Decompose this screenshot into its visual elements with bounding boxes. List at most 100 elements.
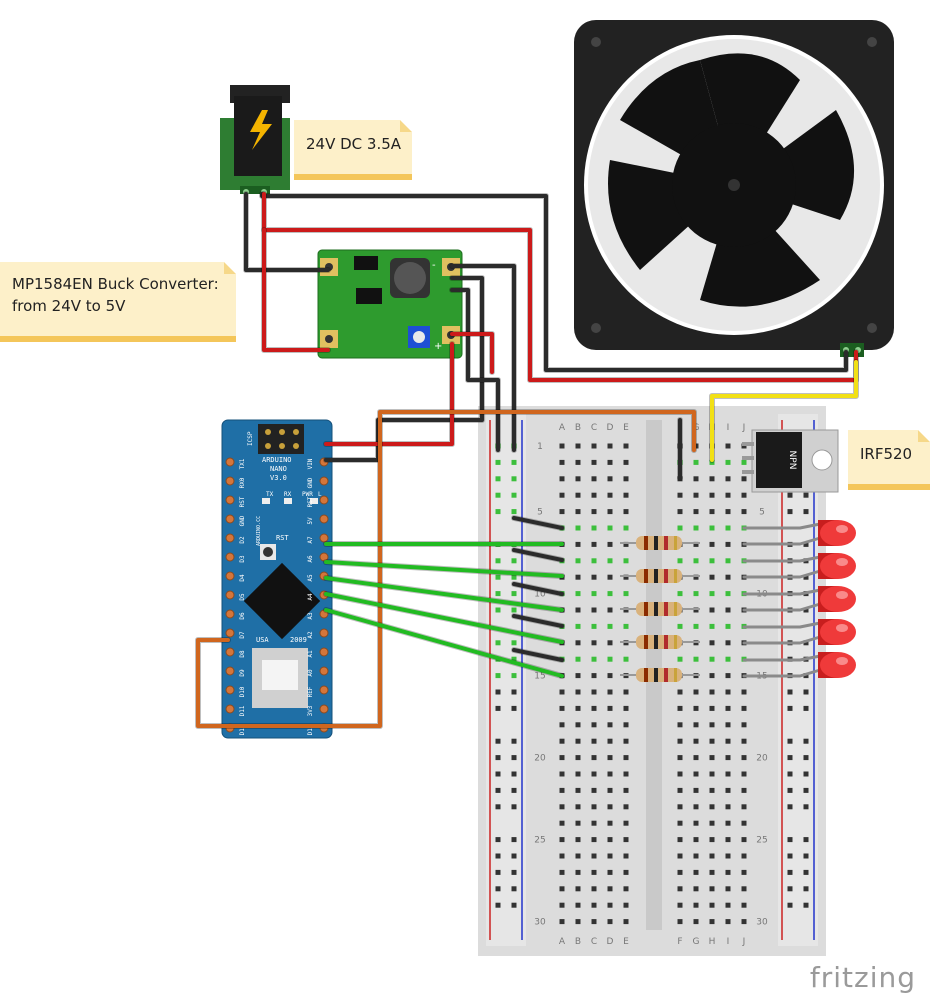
breadboard-rail-hole	[511, 837, 517, 843]
breadboard-hole	[709, 492, 715, 498]
led	[820, 652, 856, 678]
breadboard-rail-hole	[511, 607, 517, 613]
breadboard-column-label: I	[727, 937, 730, 947]
nano-pin-left	[225, 476, 235, 486]
breadboard-hole	[693, 820, 699, 826]
breadboard-hole	[575, 509, 581, 515]
breadboard-hole	[725, 837, 731, 843]
wire	[324, 608, 564, 678]
breadboard-rail-hole	[511, 476, 517, 482]
breadboard-hole	[725, 459, 731, 465]
breadboard-column-label: E	[623, 937, 629, 947]
nano-pin-label-right: A2	[307, 631, 314, 639]
breadboard-hole	[591, 640, 597, 646]
breadboard-hole	[693, 771, 699, 777]
breadboard-hole	[623, 919, 629, 925]
breadboard-rail-hole	[787, 509, 793, 515]
breadboard-hole	[623, 443, 629, 449]
nano-pin-label-left: D3	[239, 555, 246, 563]
breadboard-hole	[677, 837, 683, 843]
breadboard-rail-hole	[495, 591, 501, 597]
wire	[324, 592, 564, 644]
breadboard-hole	[693, 705, 699, 711]
nano-pin-label-left: TX1	[239, 458, 246, 469]
nano-pin-left	[225, 514, 235, 524]
nano-pin-left	[225, 609, 235, 619]
breadboard-hole	[559, 886, 565, 892]
breadboard-hole	[677, 771, 683, 777]
breadboard-hole	[693, 541, 699, 547]
breadboard-rail-hole	[511, 673, 517, 679]
wire	[710, 360, 858, 462]
breadboard-hole	[559, 787, 565, 793]
breadboard-rail-hole	[511, 689, 517, 695]
breadboard-hole	[725, 623, 731, 629]
note-power-supply: 24V DC 3.5A	[294, 120, 412, 180]
nano-pin-label-right: A7	[307, 536, 314, 544]
nano-pin-right	[319, 476, 329, 486]
resistor-band	[654, 668, 658, 682]
breadboard-hole	[575, 459, 581, 465]
wire	[324, 560, 564, 578]
breadboard-hole	[741, 509, 747, 515]
breadboard-hole	[575, 443, 581, 449]
breadboard-hole	[693, 623, 699, 629]
breadboard-hole	[623, 837, 629, 843]
nano-pin-right	[319, 647, 329, 657]
breadboard-rail-hole	[511, 640, 517, 646]
breadboard-row-number: 30	[756, 918, 768, 928]
breadboard-rail-hole	[511, 705, 517, 711]
breadboard-rail-hole	[803, 574, 809, 580]
nano-label-l: L	[318, 491, 322, 498]
breadboard-hole	[575, 689, 581, 695]
breadboard-row-number: 20	[756, 754, 768, 764]
led-highlight	[836, 657, 848, 665]
breadboard-hole	[725, 738, 731, 744]
led-lead	[742, 635, 822, 645]
breadboard-hole	[725, 476, 731, 482]
breadboard-hole	[693, 837, 699, 843]
breadboard-hole	[591, 492, 597, 498]
breadboard-hole	[693, 804, 699, 810]
breadboard-hole	[559, 705, 565, 711]
wire	[244, 192, 330, 272]
breadboard-rail-hole	[803, 787, 809, 793]
resistor-band	[664, 635, 668, 649]
breadboard-hole	[591, 541, 597, 547]
breadboard-rail-hole	[511, 771, 517, 777]
breadboard-hole	[709, 591, 715, 597]
breadboard-hole	[591, 820, 597, 826]
nano-pin-label-right: A1	[307, 650, 314, 658]
breadboard-row-number: 5	[759, 508, 765, 518]
breadboard-hole	[575, 705, 581, 711]
breadboard-rail-hole	[495, 574, 501, 580]
nano-label-pwr: PWR	[302, 491, 313, 498]
nano-pin-label-left: D12	[239, 724, 246, 735]
breadboard-hole	[709, 837, 715, 843]
breadboard-hole	[575, 902, 581, 908]
nano-label-rst: RST	[276, 534, 289, 542]
breadboard-hole	[607, 623, 613, 629]
breadboard-hole	[575, 574, 581, 580]
breadboard-hole	[591, 722, 597, 728]
breadboard-rail-hole	[511, 853, 517, 859]
breadboard-hole	[591, 607, 597, 613]
breadboard-hole	[725, 787, 731, 793]
wire	[450, 288, 500, 452]
resistor-band	[644, 536, 648, 550]
breadboard-hole	[623, 869, 629, 875]
resistor-band	[664, 668, 668, 682]
breadboard-hole	[607, 853, 613, 859]
wire	[324, 276, 484, 462]
wire	[450, 264, 516, 452]
breadboard-hole	[559, 476, 565, 482]
breadboard-rail-hole	[787, 689, 793, 695]
breadboard-hole	[559, 771, 565, 777]
breadboard-hole	[725, 443, 731, 449]
breadboard-hole	[591, 902, 597, 908]
dc-jack	[220, 85, 290, 195]
nano-pin-right	[319, 666, 329, 676]
breadboard-hole	[559, 443, 565, 449]
breadboard-hole	[623, 525, 629, 531]
breadboard-hole	[607, 443, 613, 449]
